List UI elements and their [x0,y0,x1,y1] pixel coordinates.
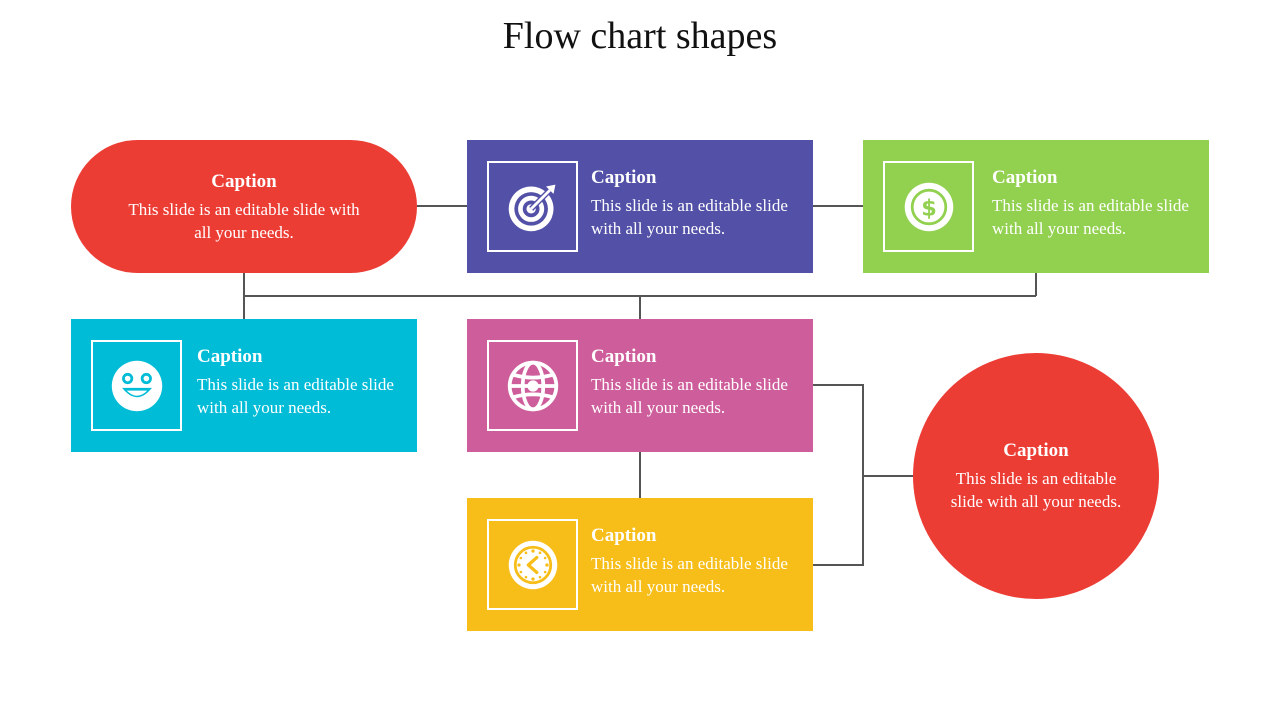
dollar-coin-icon: $ [904,182,953,231]
dollar-caption: Caption [992,167,1058,188]
target-node[interactable]: Caption This slide is an editable slide … [467,140,813,273]
dollar-description: This slide is an editable slide with all… [992,196,1189,238]
start-caption: Caption [211,170,277,192]
end-caption: Caption [1003,440,1069,461]
start-description: This slide is an editable slide with all… [128,199,360,242]
end-circle-node[interactable]: Caption This slide is an editable slide … [913,353,1159,599]
svg-text:$: $ [921,195,937,221]
dollar-icon-frame: $ [883,161,974,252]
globe-node[interactable]: Caption This slide is an editable slide … [467,319,813,452]
clock-node[interactable]: Caption This slide is an editable slide … [467,498,813,631]
target-icon [508,184,555,231]
end-description: This slide is an editable slide with all… [950,469,1122,511]
start-pill-node[interactable]: Caption This slide is an editable slide … [71,140,417,273]
clock-icon-frame [487,519,578,610]
globe-icon [507,360,558,411]
clock-icon [508,540,557,589]
smiley-icon [111,360,162,411]
clock-caption: Caption [591,525,657,546]
target-description: This slide is an editable slide with all… [591,196,788,238]
dollar-node[interactable]: $ Caption This slide is an editable slid… [863,140,1209,273]
smiley-node[interactable]: Caption This slide is an editable slide … [71,319,417,452]
globe-description: This slide is an editable slide with all… [591,375,788,417]
globe-caption: Caption [591,346,657,367]
connector-globe-bracket [813,384,864,566]
smiley-icon-frame [91,340,182,431]
globe-icon-frame [487,340,578,431]
target-icon-frame [487,161,578,252]
target-caption: Caption [591,167,657,188]
clock-description: This slide is an editable slide with all… [591,554,788,596]
slide-title: Flow chart shapes [502,15,778,57]
smiley-caption: Caption [197,346,263,367]
smiley-description: This slide is an editable slide with all… [197,375,394,417]
